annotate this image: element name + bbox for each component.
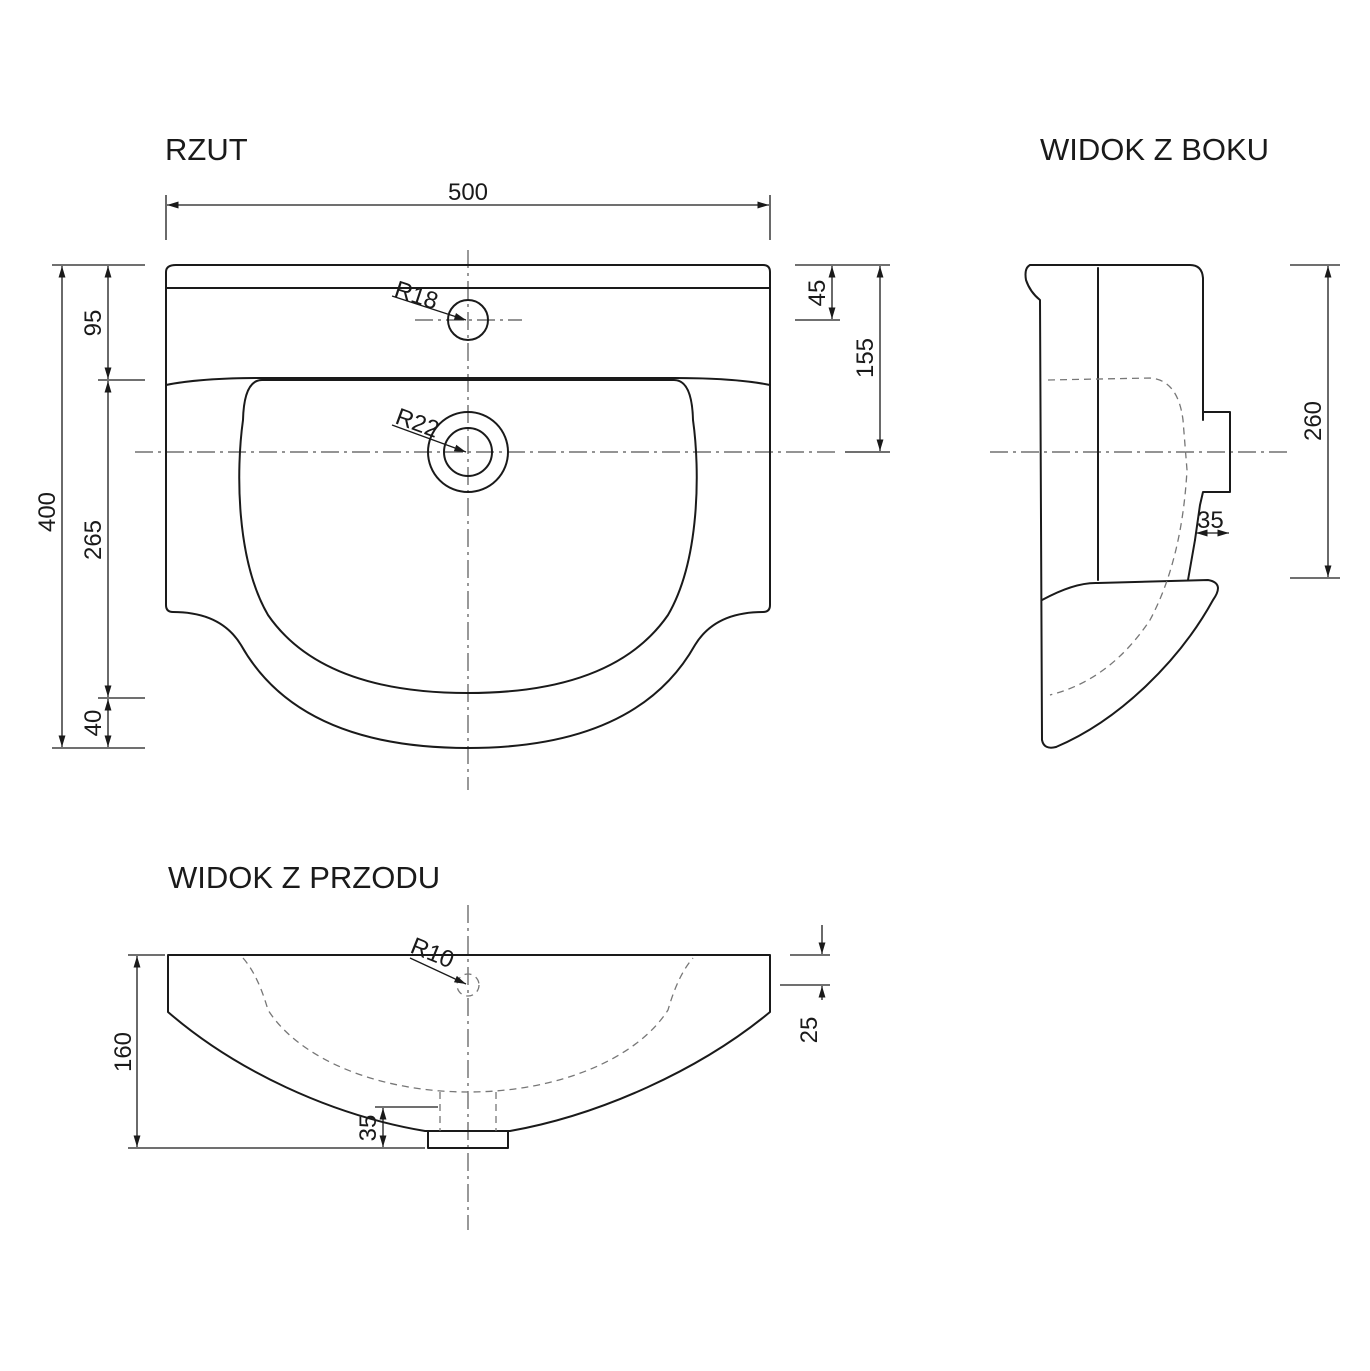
overflow-radius-label: R10	[407, 933, 458, 975]
front-rim-label: 25	[796, 1017, 823, 1044]
drain-offset-label: 155	[852, 338, 879, 378]
front-height-label: 160	[110, 1032, 137, 1072]
side-back-hook	[1024, 264, 1057, 749]
plan-bowl-inner	[238, 379, 698, 694]
side-view-title: WIDOK Z BOKU	[1040, 132, 1269, 167]
side-outlet-label: 35	[1197, 507, 1224, 534]
deck-depth-label: 95	[80, 310, 107, 337]
overflow-hole	[456, 973, 480, 997]
plan-bowl-shoulder	[165, 377, 771, 386]
side-outlet	[1194, 411, 1231, 541]
side-view: WIDOK Z BOKU 260 35	[990, 132, 1340, 749]
side-hidden-bowl	[1047, 377, 1188, 696]
front-hidden-outlet	[439, 1092, 497, 1131]
tap-hole-radius-leader	[391, 295, 467, 321]
front-body-outline	[167, 954, 771, 1132]
tap-offset-label: 45	[804, 280, 831, 307]
side-front-lip	[1041, 579, 1219, 748]
side-back-outline	[1029, 264, 1204, 421]
plan-outline	[165, 264, 771, 749]
drain-radius-leader	[391, 424, 467, 453]
plan-view: RZUT R18 R22 500 400 95	[34, 132, 890, 790]
drain-outer	[427, 411, 509, 493]
front-view-title: WIDOK Z PRZODU	[168, 860, 440, 895]
bowl-depth-label: 265	[80, 520, 107, 560]
drain-radius-label: R22	[392, 403, 443, 443]
tap-hole-radius-label: R18	[391, 276, 441, 315]
tap-hole	[447, 299, 489, 341]
front-hidden-bowl	[242, 957, 694, 1093]
overflow-radius-leader	[409, 957, 467, 985]
drain-inner	[443, 427, 493, 477]
front-view: WIDOK Z PRZODU R10 160 35 25	[110, 860, 830, 1230]
front-outlet	[427, 1130, 509, 1149]
front-rim-label: 40	[80, 710, 107, 737]
total-depth-label: 400	[34, 492, 61, 532]
side-right-lower	[1187, 539, 1196, 581]
plan-view-title: RZUT	[165, 132, 248, 167]
width-dim-label: 500	[448, 179, 488, 206]
side-height-label: 260	[1300, 401, 1327, 441]
front-outlet-label: 35	[355, 1115, 382, 1142]
